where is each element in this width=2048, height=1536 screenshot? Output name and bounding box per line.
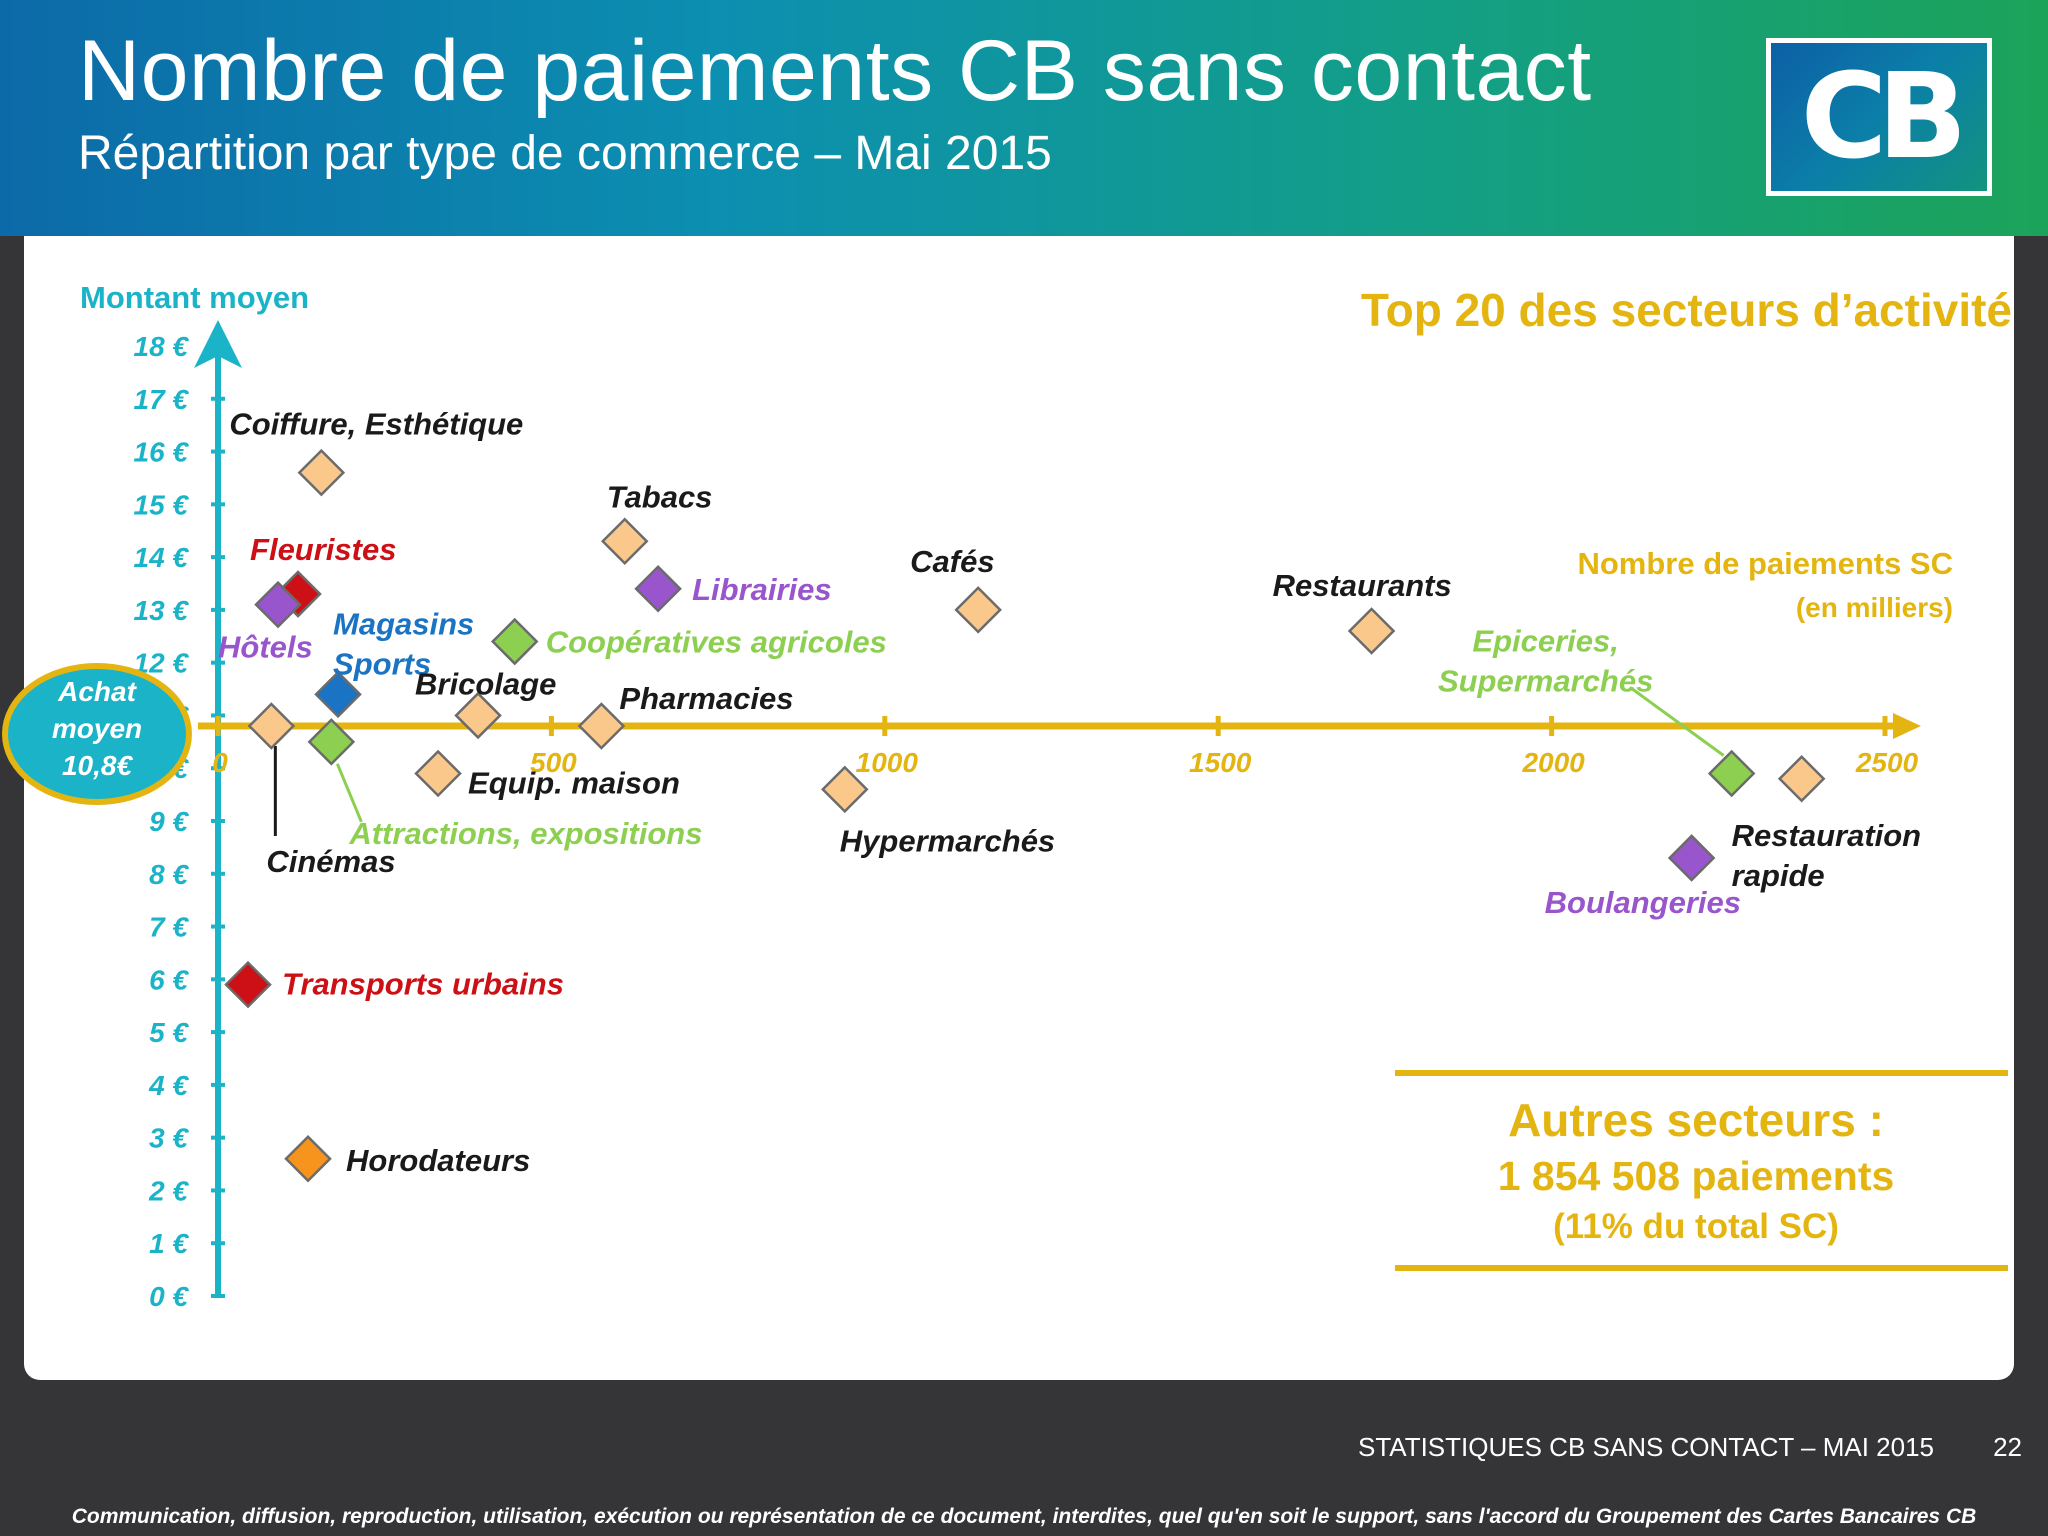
average-purchase-label: moyen	[52, 713, 142, 744]
point-boulangeries	[1667, 834, 1716, 882]
point-magasins-sports	[314, 670, 362, 719]
label-restaurants: Restaurants	[1273, 568, 1452, 603]
label-attractions-expositions: Attractions, expositions	[348, 816, 702, 851]
point-librairies	[634, 565, 682, 613]
legal-disclaimer: Communication, diffusion, reproduction, …	[71, 1505, 1977, 1528]
point-hotels	[254, 580, 302, 629]
label-hypermarches: Hypermarchés	[840, 823, 1055, 858]
x-axis-unit: (en milliers)	[1796, 592, 1953, 623]
point-coiffure-esthetique	[297, 448, 346, 497]
y-tick-label: 6 €	[149, 964, 189, 995]
y-tick-label: 5 €	[149, 1017, 189, 1048]
point-horodateurs	[284, 1135, 332, 1183]
label-fleuristes: Fleuristes	[250, 532, 396, 567]
point-hypermarches	[821, 765, 869, 814]
point-cinemas	[247, 702, 296, 750]
point-equip-maison	[414, 749, 462, 798]
x-tick-label: 2000	[1521, 747, 1585, 778]
y-tick-label: 15 €	[134, 489, 190, 520]
y-tick-label: 3 €	[149, 1123, 189, 1154]
label-cooperatives-agricoles: Coopératives agricoles	[546, 625, 887, 660]
x-axis-title: Nombre de paiements SC	[1577, 546, 1953, 581]
y-tick-label: 16 €	[134, 437, 190, 468]
label-bricolage: Bricolage	[415, 666, 556, 701]
label-pharmacies: Pharmacies	[619, 681, 793, 716]
label-cinemas: Cinémas	[266, 844, 395, 879]
x-tick-label: 500	[530, 747, 577, 778]
y-tick-label: 2 €	[148, 1175, 189, 1206]
cb-logo-text: CB	[1800, 47, 1968, 185]
point-attractions-expositions	[307, 718, 356, 766]
average-purchase-label: Achat	[57, 676, 137, 707]
label-epiceries-supermarches: Epiceries,Supermarchés	[1438, 624, 1653, 699]
x-tick-label: 1500	[1189, 747, 1252, 778]
leader-line-attractions	[335, 763, 363, 823]
annotation-line2: (11% du total SC)	[1553, 1207, 1839, 1246]
point-cooperatives-agricoles	[490, 617, 539, 666]
point-cafes	[954, 586, 1002, 634]
label-equip-maison: Equip. maison	[468, 766, 680, 801]
y-tick-label: 1 €	[149, 1228, 189, 1259]
label-hotels: Hôtels	[218, 630, 313, 665]
footer-title: STATISTIQUES CB SANS CONTACT – MAI 2015	[1358, 1432, 1934, 1462]
label-librairies: Librairies	[692, 572, 832, 607]
point-restauration-rapide	[1777, 755, 1826, 803]
y-tick-label: 17 €	[134, 384, 190, 415]
x-tick-label: 1000	[856, 747, 919, 778]
page-title: Nombre de paiements CB sans contact	[78, 23, 1592, 119]
average-purchase-ellipse	[2, 663, 192, 805]
y-axis-title: Montant moyen	[80, 280, 309, 315]
label-transports-urbains: Transports urbains	[282, 967, 564, 1002]
chart-title: Top 20 des secteurs d’activité	[1361, 284, 2012, 336]
point-pharmacies	[577, 702, 626, 750]
x-tick-label: 2500	[1855, 747, 1919, 778]
y-tick-label: 8 €	[149, 859, 189, 890]
cb-logo: CB	[1766, 38, 1992, 196]
leader-line-epiceries	[1630, 687, 1725, 757]
label-boulangeries: Boulangeries	[1545, 885, 1741, 920]
scatter-chart: 0 €1 €2 €3 €4 €5 €6 €7 €8 €9 €10 €11 €12…	[2, 280, 2012, 1312]
point-transports-urbains	[224, 960, 272, 1009]
annotation-title: Autres secteurs :	[1508, 1094, 1884, 1146]
y-tick-label: 7 €	[149, 912, 189, 943]
point-restaurants	[1347, 607, 1396, 655]
label-coiffure-esthetique: Coiffure, Esthétique	[229, 407, 523, 442]
y-tick-label: 13 €	[134, 595, 190, 626]
annotation-line1: 1 854 508 paiements	[1498, 1153, 1895, 1199]
point-bricolage	[454, 691, 502, 740]
y-tick-label: 0 €	[149, 1281, 189, 1312]
x-axis-arrowhead	[1893, 713, 1921, 739]
y-tick-label: 14 €	[134, 542, 190, 573]
label-tabacs: Tabacs	[607, 479, 713, 514]
page-number: 22	[1993, 1432, 2022, 1462]
average-purchase-label: 10,8€	[62, 750, 133, 781]
y-tick-label: 4 €	[148, 1070, 189, 1101]
header-banner: Nombre de paiements CB sans contact Répa…	[0, 0, 2048, 236]
x-tick-label: 0	[212, 747, 228, 778]
label-horodateurs: Horodateurs	[346, 1143, 530, 1178]
y-tick-label: 18 €	[134, 331, 190, 362]
point-epiceries-supermarches	[1707, 749, 1756, 798]
point-tabacs	[600, 517, 649, 566]
label-cafes: Cafés	[910, 544, 994, 579]
y-tick-label: 9 €	[149, 806, 189, 837]
page-subtitle: Répartition par type de commerce – Mai 2…	[78, 127, 1052, 180]
